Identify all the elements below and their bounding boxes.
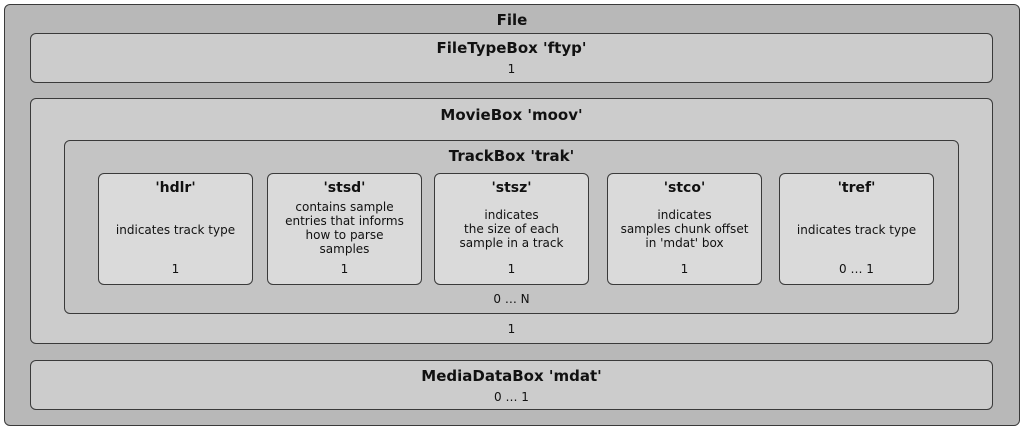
stsd-title: 'stsd' xyxy=(323,180,366,196)
hdlr-title: 'hdlr' xyxy=(155,180,196,196)
moov-title: MovieBox 'moov' xyxy=(440,106,583,124)
tref-count: 0 … 1 xyxy=(839,262,874,276)
moov-count: 1 xyxy=(507,322,516,336)
hdlr-count: 1 xyxy=(171,262,180,276)
ftyp-count: 1 xyxy=(507,62,516,76)
hdlr-box: 'hdlr' indicates track type 1 xyxy=(98,173,253,285)
tref-description: indicates track type xyxy=(796,223,917,237)
file-title: File xyxy=(496,11,528,29)
ftyp-box: FileTypeBox 'ftyp' 1 xyxy=(30,33,993,83)
tref-title: 'tref' xyxy=(837,180,876,196)
tref-box: 'tref' indicates track type 0 … 1 xyxy=(779,173,934,285)
stsz-count: 1 xyxy=(507,262,516,276)
stco-title: 'stco' xyxy=(663,180,706,196)
stsz-box: 'stsz' indicates the size of each sample… xyxy=(434,173,589,285)
ftyp-title: FileTypeBox 'ftyp' xyxy=(436,39,587,57)
trak-title: TrackBox 'trak' xyxy=(448,147,575,165)
stco-description: indicates samples chunk offset in 'mdat'… xyxy=(620,208,749,250)
mdat-title: MediaDataBox 'mdat' xyxy=(421,367,602,385)
stco-box: 'stco' indicates samples chunk offset in… xyxy=(607,173,762,285)
stsz-description: indicates the size of each sample in a t… xyxy=(459,208,564,250)
mdat-count: 0 … 1 xyxy=(494,390,529,404)
stsd-description: contains sample entries that informs how… xyxy=(285,200,404,256)
mdat-box: MediaDataBox 'mdat' 0 … 1 xyxy=(30,360,993,410)
trak-count: 0 … N xyxy=(493,292,530,306)
stsd-box: 'stsd' contains sample entries that info… xyxy=(267,173,422,285)
stsd-count: 1 xyxy=(340,262,349,276)
hdlr-description: indicates track type xyxy=(115,223,236,237)
stco-count: 1 xyxy=(680,262,689,276)
stsz-title: 'stsz' xyxy=(491,180,532,196)
